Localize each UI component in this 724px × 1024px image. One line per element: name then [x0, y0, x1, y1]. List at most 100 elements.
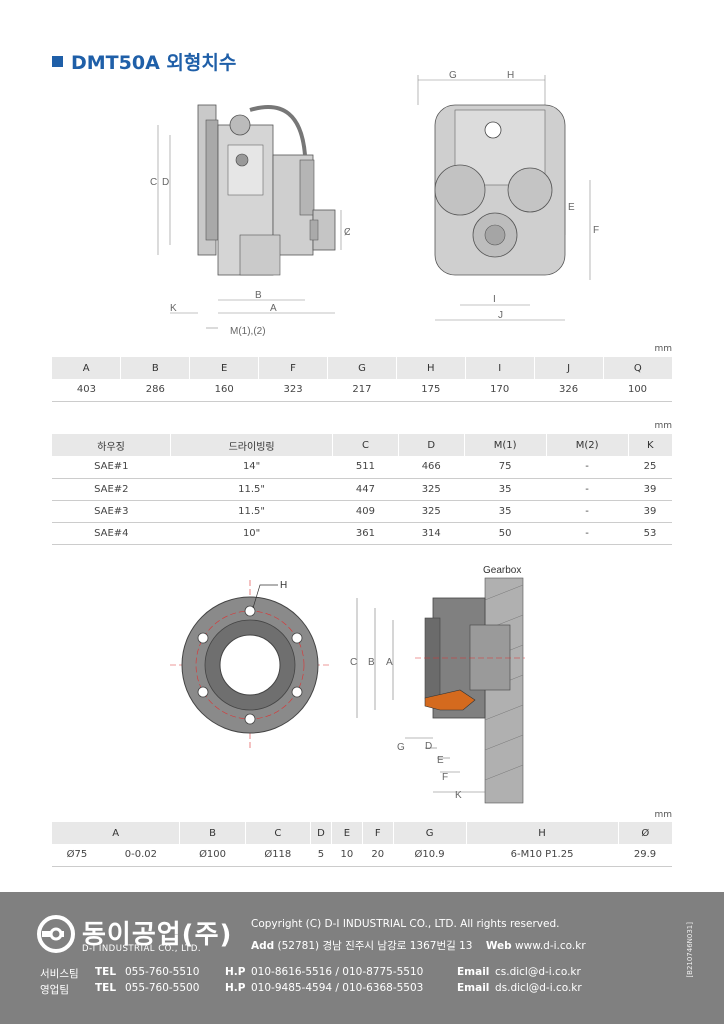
table-cell: - — [546, 478, 629, 501]
table-cell: 511 — [332, 456, 399, 479]
table-cell: 0-0.02 — [101, 844, 180, 867]
copyright: Copyright (C) D-I INDUSTRIAL CO., LTD. A… — [251, 918, 560, 930]
gearbox-label: Gearbox — [483, 565, 521, 576]
table-cell: 39 — [628, 500, 672, 523]
table-cell: 286 — [120, 379, 190, 402]
table-row: Ø75 0-0.02 Ø100 Ø118 5 10 20 Ø10.9 6-M10… — [52, 844, 672, 867]
table-cell: 53 — [628, 522, 672, 545]
table-cell: - — [546, 456, 629, 479]
table-header: B — [120, 357, 190, 379]
dim-label-M: M(1),(2) — [230, 326, 266, 337]
address-text: (52781) 경남 진주시 남강로 1367번길 13 — [277, 940, 473, 952]
table-cell: 50 — [464, 522, 547, 545]
dim-label-Q: Ø — [344, 227, 350, 238]
dim-label-B: B — [255, 290, 262, 301]
dim-label-K: K — [170, 303, 177, 314]
table-header: G — [327, 357, 397, 379]
unit-label-3: mm — [654, 810, 672, 820]
flange-table: A B C D E F G H Ø Ø75 0-0.02 Ø100 Ø118 5… — [52, 822, 672, 867]
tel-label: TEL — [95, 966, 117, 978]
service-contact-row: 서비스팀 TEL 055-760-5510 H.P 010-8616-5516 … — [40, 966, 581, 981]
table-header: J — [533, 357, 603, 379]
page-title-text: DMT50A 외형치수 — [71, 52, 237, 74]
section-label-E: E — [437, 755, 444, 766]
section-label-K: K — [455, 790, 462, 801]
table-header: 드라이빙링 — [170, 434, 333, 456]
sales-hp: 010-9485-4594 / 010-6368-5503 — [251, 982, 424, 994]
table-cell: 170 — [465, 379, 535, 402]
sales-contact-row: 영업팀 TEL 055-760-5500 H.P 010-9485-4594 /… — [40, 982, 582, 997]
table-header: 하우징 — [52, 434, 171, 456]
web-link[interactable]: www.d-i.co.kr — [515, 940, 586, 952]
table-row: 403 286 160 323 217 175 170 326 100 — [52, 379, 672, 402]
table-cell: 11.5" — [170, 500, 333, 523]
table-cell: 100 — [603, 379, 672, 402]
logo-korean: 동이공업(주) — [82, 920, 233, 950]
section-label-G: G — [397, 742, 405, 753]
table-header: C — [244, 822, 311, 844]
table-header: E — [331, 822, 363, 844]
flange-section-drawing: Gearbox C B A G D E F K — [350, 565, 525, 804]
table-header: Ø — [617, 822, 672, 844]
table-cell: 25 — [628, 456, 672, 479]
table-cell: 20 — [362, 844, 394, 867]
table-cell: 29.9 — [618, 844, 672, 867]
logo-english: D-I INDUSTRIAL CO., LTD. — [82, 944, 202, 954]
page-title: DMT50A 외형치수 — [52, 48, 236, 75]
table-header: K — [627, 434, 672, 456]
table-cell: 10 — [331, 844, 363, 867]
table-header: B — [179, 822, 246, 844]
table-cell: 326 — [534, 379, 603, 402]
table-cell: 325 — [398, 500, 465, 523]
table-cell: 217 — [327, 379, 397, 402]
table-cell: Ø75 — [52, 844, 102, 867]
sales-tel: 055-760-5500 — [125, 982, 200, 994]
dim-label-G: G — [449, 70, 457, 81]
dimension-table-1: A B E F G H I J Q 403 286 160 323 217 17… — [52, 357, 672, 402]
dim-label-F: F — [593, 225, 599, 236]
table-cell: 466 — [398, 456, 465, 479]
table-header: G — [392, 822, 467, 844]
address-label: Add — [251, 940, 275, 952]
table-header: A — [52, 822, 180, 844]
table-cell: 325 — [398, 478, 465, 501]
table-cell: - — [546, 500, 629, 523]
table-cell: 323 — [258, 379, 328, 402]
table-header: M(2) — [545, 434, 629, 456]
hp-label: H.P — [225, 966, 246, 978]
table-cell: 39 — [628, 478, 672, 501]
table-cell: - — [546, 522, 629, 545]
table-header-row: A B E F G H I J Q — [52, 357, 672, 379]
dim-label-C: C — [150, 177, 157, 188]
service-team-label: 서비스팀 — [40, 968, 79, 980]
table-header: H — [465, 822, 619, 844]
table-header: Q — [602, 357, 672, 379]
section-label-C: C — [350, 657, 357, 668]
table-header: D — [309, 822, 332, 844]
side-view-drawing: C D B A K M(1),(2) Ø — [150, 104, 350, 337]
section-label-F: F — [442, 772, 448, 783]
email-label: Email — [457, 966, 490, 978]
table-cell: Ø118 — [245, 844, 311, 867]
table-header: D — [397, 434, 465, 456]
dim-label-I: I — [493, 294, 496, 305]
sales-email[interactable]: ds.dicl@d-i.co.kr — [495, 982, 582, 994]
table-header: C — [332, 434, 399, 456]
table-cell: 160 — [189, 379, 259, 402]
service-email[interactable]: cs.dicl@d-i.co.kr — [495, 966, 581, 978]
dim-label-A: A — [270, 303, 277, 314]
section-label-B: B — [368, 657, 375, 668]
table-header: E — [189, 357, 259, 379]
table-cell: 35 — [464, 478, 547, 501]
address-line: Add (52781) 경남 진주시 남강로 1367번길 13 Web www… — [251, 938, 586, 953]
table-cell: 175 — [396, 379, 466, 402]
flange-front-drawing: H — [170, 580, 330, 750]
email-label: Email — [457, 982, 490, 994]
dim-label-E: E — [568, 202, 575, 213]
section-label-A: A — [386, 657, 393, 668]
table-cell: 75 — [464, 456, 547, 479]
